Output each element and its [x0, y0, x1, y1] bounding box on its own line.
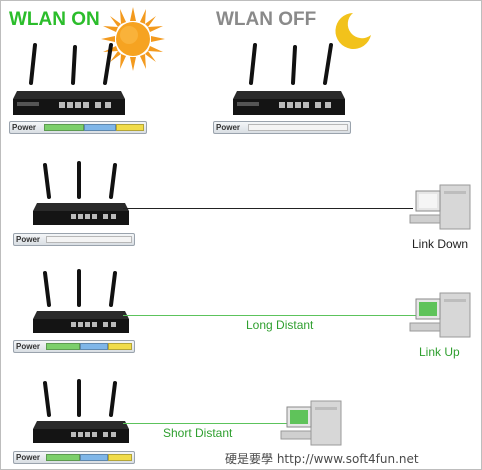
- led-yellow: [116, 124, 144, 131]
- led-blue: [84, 124, 116, 131]
- router-icon: [33, 379, 129, 443]
- power-label: Power: [16, 235, 41, 244]
- power-label: Power: [16, 453, 41, 462]
- led-blue: [80, 343, 108, 350]
- wlan-on-title: WLAN ON: [9, 9, 100, 30]
- led-green: [46, 454, 80, 461]
- led-off: [248, 124, 348, 131]
- led-yellow: [108, 454, 132, 461]
- watermark-text: 硬是要學 http://www.soft4fun.net: [223, 450, 421, 467]
- power-led-bar: Power: [213, 121, 351, 134]
- router-icon: [33, 269, 129, 333]
- router-icon: [33, 161, 129, 225]
- power-label: Power: [216, 123, 241, 132]
- router-icon: [233, 43, 345, 115]
- led-yellow: [108, 343, 132, 350]
- led-green: [46, 343, 80, 350]
- led-blue: [80, 454, 108, 461]
- led-green: [44, 124, 84, 131]
- long-distant-label: Long Distant: [246, 318, 314, 332]
- power-led-bar: Power: [13, 451, 135, 464]
- power-led-bar: Power: [9, 121, 147, 134]
- wlan-off-title: WLAN OFF: [216, 9, 317, 30]
- link-line-long: [123, 315, 417, 316]
- power-led-bar: Power: [13, 340, 135, 353]
- link-line-down: [123, 208, 413, 209]
- sun-icon: [101, 7, 165, 71]
- led-off: [46, 236, 132, 243]
- link-line-short: [123, 423, 289, 424]
- power-label: Power: [16, 342, 41, 351]
- computer-icon: [409, 184, 471, 230]
- computer-icon: [280, 400, 342, 446]
- computer-icon: [409, 292, 471, 338]
- short-distant-label: Short Distant: [163, 426, 233, 440]
- router-icon: [13, 43, 125, 115]
- power-label: Power: [12, 123, 37, 132]
- power-led-bar: Power: [13, 233, 135, 246]
- link-up-label: Link Up: [419, 345, 460, 359]
- link-down-label: Link Down: [412, 237, 469, 251]
- moon-icon: [335, 13, 371, 49]
